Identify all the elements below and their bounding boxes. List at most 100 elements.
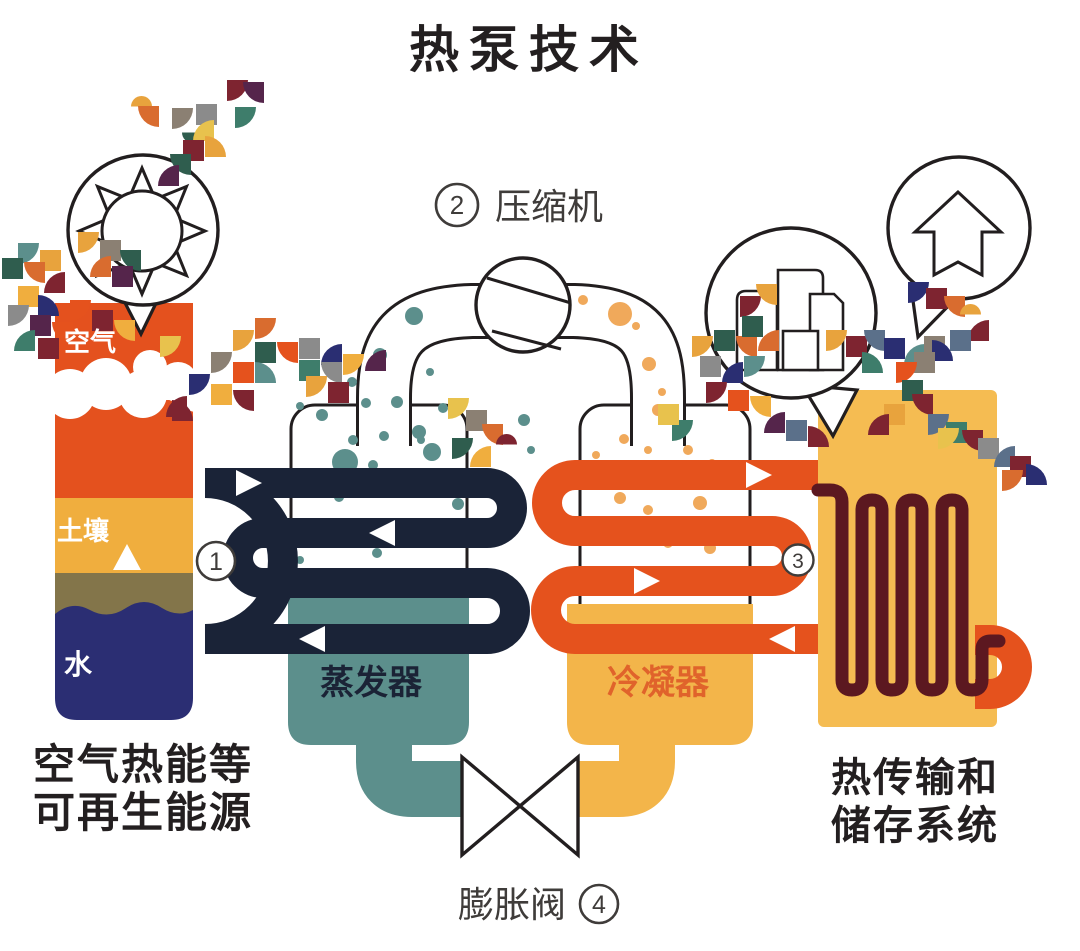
confetti-square	[786, 420, 807, 441]
compressor-fan-icon	[474, 256, 572, 354]
confetti-quarter	[193, 120, 214, 141]
confetti-quarter	[189, 374, 210, 395]
confetti-quarter	[928, 414, 949, 435]
gas-bubble-orange	[608, 302, 632, 326]
air-box	[3, 303, 212, 419]
confetti-quarter	[321, 362, 342, 383]
gas-bubble-orange	[642, 357, 656, 371]
gas-bubble-teal	[412, 425, 426, 439]
confetti-quarter	[233, 330, 254, 351]
confetti-square	[466, 410, 487, 431]
condenser-label: 冷凝器	[607, 664, 710, 702]
flow-arrow-right	[236, 470, 262, 496]
gas-bubble-orange	[683, 445, 693, 455]
water-band	[55, 602, 193, 720]
confetti-square	[299, 360, 320, 381]
cloud-puff	[80, 358, 132, 410]
confetti-quarter	[277, 342, 298, 363]
confetti-quarter	[38, 295, 59, 316]
confetti-quarter	[18, 243, 39, 264]
confetti-quarter	[44, 272, 65, 293]
confetti-quarter	[255, 318, 276, 339]
gas-bubble-orange	[614, 492, 626, 504]
caption-source-line1: 空气热能等	[33, 741, 253, 788]
evaporator-liquid	[288, 579, 469, 745]
confetti-square	[196, 104, 217, 125]
badge-number: 2	[450, 190, 464, 220]
gas-bubble-teal	[296, 556, 304, 564]
confetti-square	[658, 404, 679, 425]
badge-number: 4	[592, 891, 606, 919]
confetti-quarter	[968, 320, 989, 341]
gas-bubble-teal	[438, 403, 448, 413]
flow-arrow-left	[299, 626, 325, 652]
confetti-quarter	[158, 165, 179, 186]
confetti-quarter	[52, 322, 73, 343]
confetti-quarter	[944, 296, 965, 317]
confetti-quarter	[235, 107, 256, 128]
confetti-quarter	[908, 282, 929, 303]
confetti-square	[700, 356, 721, 377]
bowtie-valve-icon	[460, 753, 580, 859]
gas-bubble-orange	[632, 322, 640, 330]
step-badge-3: 3	[781, 543, 815, 577]
gas-bubble-orange	[592, 451, 600, 459]
confetti-square	[950, 330, 971, 351]
confetti-half	[496, 434, 517, 445]
confetti-quarter	[932, 340, 953, 361]
gas-bubble-teal	[348, 435, 358, 445]
confetti-quarter	[243, 82, 264, 103]
valve-label: 膨胀阀	[458, 884, 566, 925]
step-badge-1: 1	[195, 540, 237, 582]
confetti-square	[914, 352, 935, 373]
badge-number: 3	[792, 550, 804, 573]
step-badge-4: 4	[578, 883, 620, 925]
confetti-square	[2, 258, 23, 279]
caption-source: 空气热能等 可再生能源	[33, 741, 253, 836]
badge-circle	[578, 883, 620, 925]
confetti-quarter	[70, 300, 91, 321]
confetti-quarter	[14, 330, 35, 351]
gas-bubble-teal	[368, 460, 378, 470]
confetti-quarter	[78, 232, 99, 253]
confetti-quarter	[120, 250, 141, 271]
gas-bubble-orange	[693, 496, 707, 510]
flow-arrow-right	[634, 568, 660, 594]
confetti-quarter	[868, 414, 889, 435]
cloud-puff	[133, 350, 167, 384]
badge-number: 1	[209, 548, 223, 576]
confetti-quarter	[227, 80, 248, 101]
confetti-square	[714, 330, 735, 351]
caption-source-line2: 可再生能源	[33, 789, 253, 836]
confetti-square	[846, 336, 867, 357]
confetti-quarter	[343, 354, 364, 375]
confetti-square	[742, 316, 763, 337]
confetti-square	[884, 404, 905, 425]
caption-sink-line1: 热传输和	[831, 756, 999, 800]
confetti-quarter	[138, 106, 159, 127]
house-arrow-icon	[911, 189, 1005, 278]
confetti-square	[112, 266, 133, 287]
confetti-square	[884, 338, 905, 359]
gas-bubble-teal	[417, 436, 425, 444]
badge-circle	[434, 182, 480, 228]
gas-bubble-teal	[426, 368, 434, 376]
gas-bubble-teal	[452, 498, 464, 510]
compressor-blades	[486, 276, 572, 351]
confetti-square	[255, 342, 276, 363]
flow-arrow-up	[113, 544, 141, 570]
gas-bubble-orange	[619, 434, 629, 444]
confetti-quarter	[864, 330, 885, 351]
confetti-quarter	[255, 362, 276, 383]
confetti-quarter	[808, 426, 829, 447]
confetti-quarter	[172, 400, 193, 421]
evaporator-loop-pipe	[204, 468, 530, 654]
confetti-quarter	[862, 352, 883, 373]
confetti-quarter	[470, 446, 491, 467]
evaporator-loop	[113, 468, 530, 654]
confetti-layer	[2, 80, 1047, 491]
confetti-quarter	[758, 330, 779, 351]
confetti-square	[38, 338, 59, 359]
